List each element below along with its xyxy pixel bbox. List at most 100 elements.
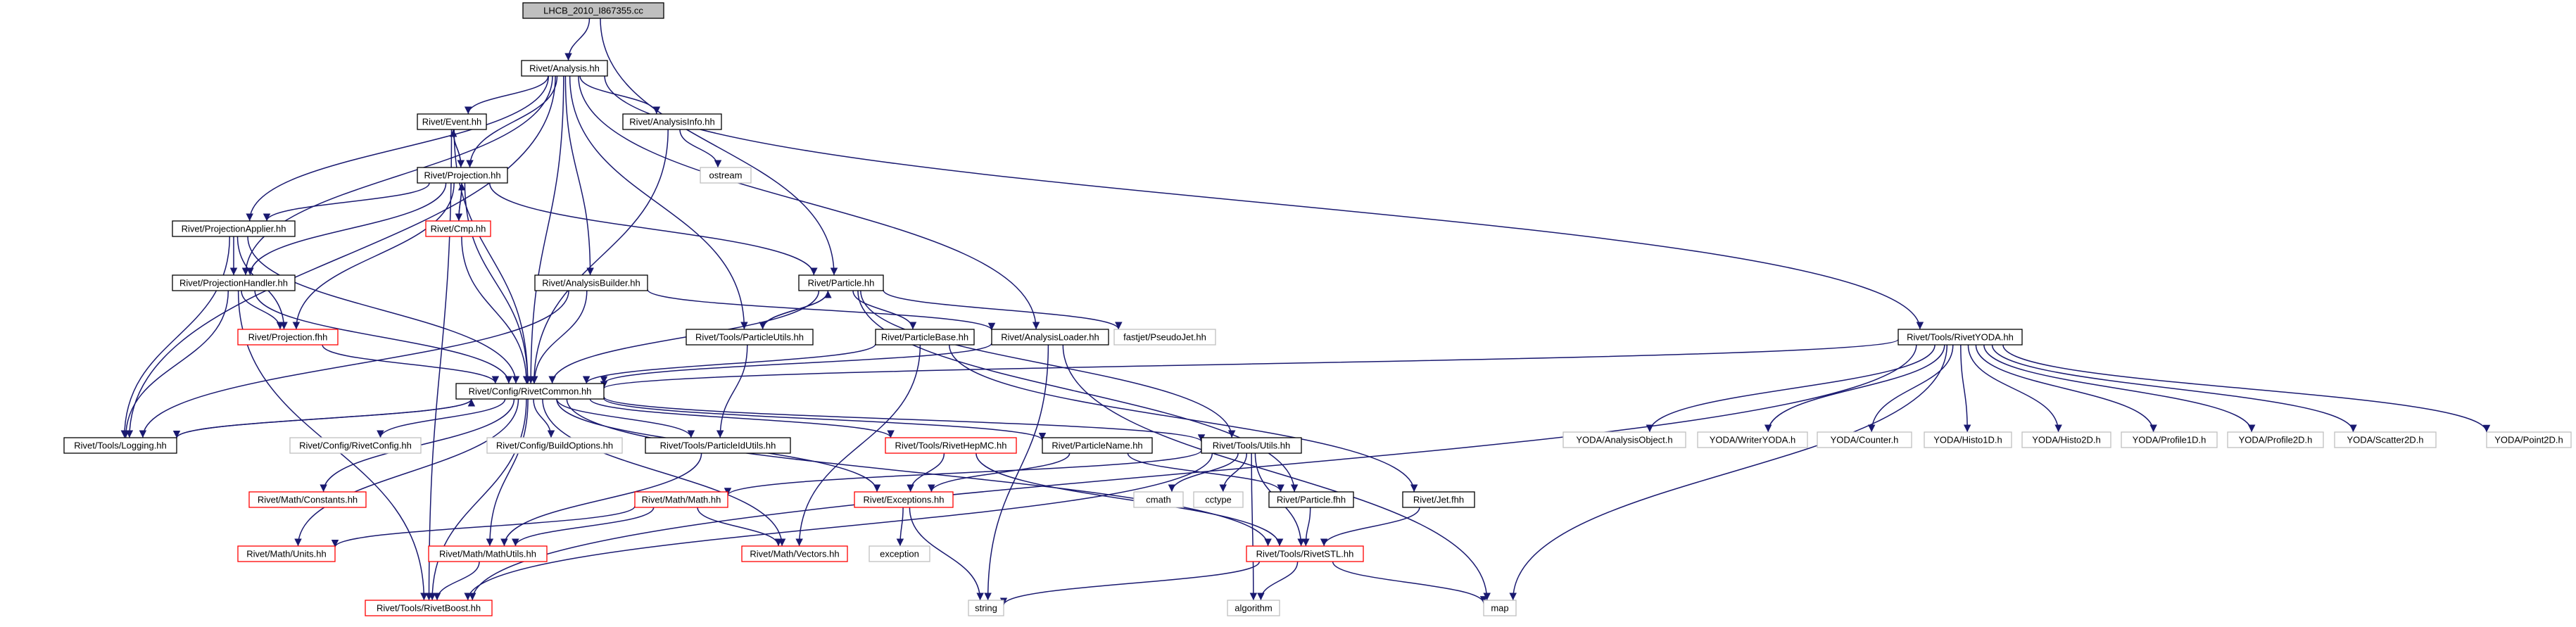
node-box-particlebase	[875, 329, 975, 346]
node-box-mathutils	[428, 545, 548, 562]
node-box-exception	[869, 545, 930, 562]
node-box-point2d	[2486, 431, 2572, 448]
node-projfhh[interactable]: Rivet/Projection.fhh	[237, 329, 339, 346]
node-projection[interactable]: Rivet/Projection.hh	[417, 167, 508, 184]
node-writeryoda: YODA/WriterYODA.h	[1697, 431, 1808, 448]
node-particleutils[interactable]: Rivet/Tools/ParticleUtils.hh	[686, 329, 814, 346]
edge-rivetstl-to-algorithm	[1257, 561, 1299, 601]
node-constants[interactable]: Rivet/Math/Constants.hh	[248, 491, 367, 508]
edge-cmp-to-projection	[457, 182, 466, 222]
node-jetfhh[interactable]: Rivet/Jet.fhh	[1402, 491, 1475, 508]
edge-projapplier-to-rivetcommon	[247, 236, 520, 384]
node-label-analysisinfo: Rivet/AnalysisInfo.hh	[629, 117, 714, 127]
node-label-particlename: Rivet/ParticleName.hh	[1052, 441, 1142, 451]
node-box-particlename	[1042, 437, 1153, 454]
node-counter: YODA/Counter.h	[1817, 431, 1912, 448]
node-rivetstl[interactable]: Rivet/Tools/RivetSTL.hh	[1246, 545, 1364, 562]
edge-particle-to-particlefhh	[857, 290, 1299, 493]
node-label-rivetconfig: Rivet/Config/RivetConfig.hh	[299, 441, 412, 451]
node-layer: LHCB_2010_I867355.ccRivet/Analysis.hhRiv…	[63, 2, 2572, 616]
node-mathutils[interactable]: Rivet/Math/MathUtils.hh	[428, 545, 548, 562]
node-label-rivetstl: Rivet/Tools/RivetSTL.hh	[1256, 549, 1354, 559]
node-label-rivetboost: Rivet/Tools/RivetBoost.hh	[377, 603, 481, 614]
node-box-analysisbuilder	[534, 274, 648, 291]
node-projapplier[interactable]: Rivet/ProjectionApplier.hh	[172, 220, 296, 237]
node-label-event: Rivet/Event.hh	[422, 117, 482, 127]
node-event[interactable]: Rivet/Event.hh	[417, 113, 487, 130]
node-mathhh[interactable]: Rivet/Math/Math.hh	[634, 491, 728, 508]
edge-rivethepmc-to-exceptions	[907, 452, 945, 493]
edge-rivetcommon-to-rivethepmc	[589, 398, 895, 438]
edge-projection-to-event	[449, 129, 462, 168]
node-box-cmp	[425, 220, 491, 237]
edge-utils-to-cmath	[1168, 452, 1239, 493]
node-particle[interactable]: Rivet/Particle.hh	[798, 274, 884, 291]
node-box-pseudojet	[1113, 329, 1216, 346]
node-particlefhh[interactable]: Rivet/Particle.fhh	[1268, 491, 1354, 508]
node-analysisinfo[interactable]: Rivet/AnalysisInfo.hh	[622, 113, 722, 130]
node-label-map: map	[1491, 603, 1508, 614]
node-box-vectors	[741, 545, 848, 562]
node-box-counter	[1817, 431, 1912, 448]
edge-mathutils-to-rivetboost	[433, 561, 480, 601]
node-exception: exception	[869, 545, 930, 562]
node-logging[interactable]: Rivet/Tools/Logging.hh	[63, 437, 177, 454]
edge-analysisinfo-to-rivetcommon	[530, 129, 669, 384]
node-label-cctype: cctype	[1205, 495, 1232, 505]
node-rivethepmc[interactable]: Rivet/Tools/RivetHepMC.hh	[885, 437, 1017, 454]
node-box-writeryoda	[1697, 431, 1808, 448]
edge-analysis-to-projhandler	[241, 75, 553, 276]
node-label-buildoptions: Rivet/Config/BuildOptions.hh	[496, 441, 613, 451]
node-label-algorithm: algorithm	[1235, 603, 1272, 614]
node-label-analysis: Rivet/Analysis.hh	[529, 63, 600, 74]
node-utils[interactable]: Rivet/Tools/Utils.hh	[1201, 437, 1302, 454]
edge-rivetcommon-to-buildoptions	[533, 398, 555, 438]
node-analysisbuilder[interactable]: Rivet/AnalysisBuilder.hh	[534, 274, 648, 291]
node-label-jetfhh: Rivet/Jet.fhh	[1413, 495, 1464, 505]
edge-analysisinfo-to-ostream	[679, 129, 722, 168]
node-particlebase[interactable]: Rivet/ParticleBase.hh	[875, 329, 975, 346]
edge-particleutils-to-particleidutils	[716, 344, 748, 438]
node-particlename[interactable]: Rivet/ParticleName.hh	[1042, 437, 1153, 454]
edge-rivetcommon-to-mathutils	[486, 398, 529, 547]
node-box-rivethepmc	[885, 437, 1017, 454]
node-ostream: ostream	[700, 167, 752, 184]
edge-rivetcommon-to-rivetboost	[428, 398, 527, 601]
node-box-particleidutils	[645, 437, 791, 454]
node-exceptions[interactable]: Rivet/Exceptions.hh	[854, 491, 954, 508]
node-analysis[interactable]: Rivet/Analysis.hh	[521, 60, 608, 77]
node-rivetboost[interactable]: Rivet/Tools/RivetBoost.hh	[365, 600, 493, 616]
edge-analysis-to-analysisinfo	[579, 75, 661, 115]
node-algorithm: algorithm	[1227, 600, 1280, 616]
edge-particle-to-particlebase	[852, 290, 917, 330]
edge-analysisloader-to-string	[984, 344, 1049, 601]
edge-projfhh-to-rivetcommon	[322, 344, 500, 384]
node-box-constants	[248, 491, 367, 508]
node-projhandler[interactable]: Rivet/ProjectionHandler.hh	[172, 274, 296, 291]
edge-rivetyoda-to-rivetboost	[469, 344, 1917, 601]
edge-particlebase-to-jetfhh	[949, 344, 1418, 493]
node-label-rivetyoda: Rivet/Tools/RivetYODA.hh	[1907, 332, 2014, 343]
edge-utils-to-rivetboost	[464, 452, 1213, 601]
node-lhcb[interactable]: LHCB_2010_I867355.cc	[522, 2, 664, 19]
edge-particle-to-utils	[860, 290, 1236, 438]
node-rivetcommon[interactable]: Rivet/Config/RivetCommon.hh	[455, 383, 605, 400]
node-rivetyoda[interactable]: Rivet/Tools/RivetYODA.hh	[1898, 329, 2023, 346]
edge-particleidutils-to-mathutils	[500, 452, 702, 547]
node-label-units: Rivet/Math/Units.hh	[246, 549, 326, 559]
node-vectors[interactable]: Rivet/Math/Vectors.hh	[741, 545, 848, 562]
node-label-mathhh: Rivet/Math/Math.hh	[642, 495, 721, 505]
node-box-projapplier	[172, 220, 296, 237]
node-box-lhcb	[522, 2, 664, 19]
node-units[interactable]: Rivet/Math/Units.hh	[237, 545, 336, 562]
edge-projection-to-projapplier	[263, 182, 430, 222]
node-analysisloader[interactable]: Rivet/AnalysisLoader.hh	[991, 329, 1109, 346]
node-label-particleidutils: Rivet/Tools/ParticleIdUtils.hh	[660, 441, 776, 451]
node-cmp[interactable]: Rivet/Cmp.hh	[425, 220, 491, 237]
node-label-profile2d: YODA/Profile2D.h	[2239, 435, 2313, 445]
node-particleidutils[interactable]: Rivet/Tools/ParticleIdUtils.hh	[645, 437, 791, 454]
node-box-analysisinfo	[622, 113, 722, 130]
edge-rivetyoda-to-rivetcommon	[600, 338, 1899, 389]
node-label-projection: Rivet/Projection.hh	[424, 170, 500, 181]
